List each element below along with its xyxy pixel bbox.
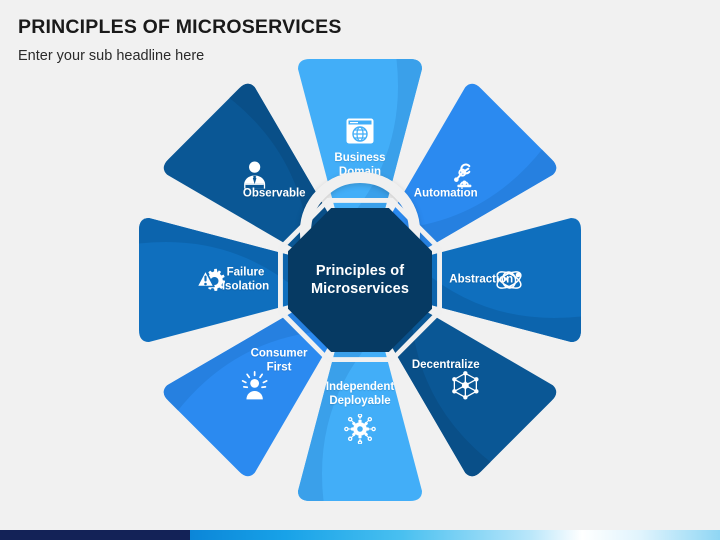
- gear-nodes-icon: [340, 412, 380, 446]
- atom-icon: [489, 263, 529, 297]
- robot-arm-icon: [445, 158, 485, 192]
- person-idea-icon: [235, 368, 275, 402]
- footer-bar: [0, 530, 720, 540]
- center-octagon[interactable]: Principles of Microservices: [288, 208, 432, 352]
- petal-label-line1: Observable: [242, 187, 306, 200]
- footer-navy-segment: [0, 530, 190, 540]
- page-title: PRINCIPLES OF MICROSERVICES: [18, 16, 342, 38]
- petal-label-line1: Automation: [413, 187, 478, 200]
- footer-gradient-segment: [190, 530, 720, 540]
- page-subtitle: Enter your sub headline here: [18, 48, 205, 64]
- network-nodes-icon: [445, 368, 485, 402]
- petal-label-line1: Business: [334, 152, 386, 164]
- center-label-line1: Principles of: [315, 263, 405, 279]
- person-tie-icon: [235, 158, 275, 192]
- petal-label-line2: First: [266, 360, 292, 373]
- center-label: Principles of Microservices: [311, 262, 409, 298]
- center-label-line2: Microservices: [310, 281, 410, 297]
- browser-globe-icon: [340, 114, 380, 148]
- gear-warning-icon: [191, 263, 231, 297]
